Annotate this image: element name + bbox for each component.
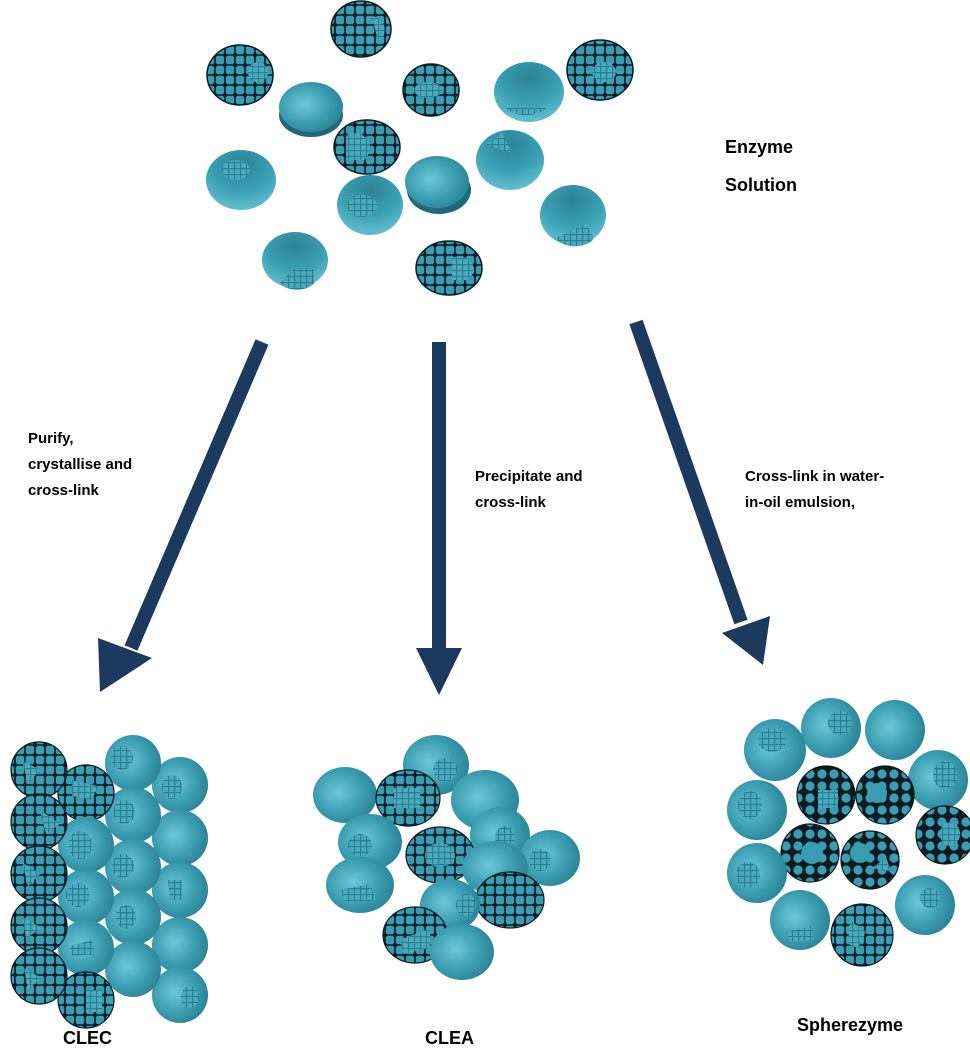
spherezyme-route-label: Cross-link in water- in-oil emulsion, (745, 464, 884, 516)
spherezyme-particle (840, 830, 900, 890)
clea-particle (375, 769, 441, 827)
clec-particle (152, 862, 208, 918)
spherezyme-particle (770, 890, 830, 950)
clec-particle (10, 741, 68, 799)
spherezyme-particle (727, 780, 787, 840)
clea-aggregate (313, 735, 580, 980)
clec-particle (58, 869, 114, 925)
enzyme-particle (540, 185, 606, 247)
spherezyme-particle (908, 750, 968, 810)
spherezyme-particle (895, 875, 955, 935)
clec-particle (105, 787, 161, 843)
clec-particle (58, 920, 114, 976)
enzyme-solution-label: Enzyme Solution (725, 128, 797, 204)
clea-particle (326, 857, 394, 913)
clea-route-label: Precipitate and cross-link (475, 464, 583, 516)
clec-particle (152, 967, 208, 1023)
enzyme-particle (330, 0, 392, 58)
enzyme-particle (337, 175, 403, 235)
clea-route-line2: cross-link (475, 494, 546, 511)
spherezyme-route-line1: Cross-link in water- (745, 468, 885, 485)
enzyme-particle (476, 130, 544, 190)
enzyme-particle (494, 62, 564, 122)
enzyme-solution-line2: Solution (725, 175, 797, 195)
clea-particle (405, 826, 475, 884)
clec-particle (57, 971, 115, 1029)
clec-particle (10, 845, 68, 903)
spherezyme-particle (915, 805, 970, 865)
enzyme-solution-particles (206, 0, 634, 296)
clec-particle (10, 947, 68, 1005)
clec-particle (105, 941, 161, 997)
clec-route-line2: crystallise and (28, 456, 133, 473)
clec-particle (10, 793, 68, 851)
clea-particle (520, 830, 580, 886)
clec-particle (152, 757, 208, 813)
clec-particle (58, 817, 114, 873)
enzyme-particle (206, 44, 274, 106)
arrow-to-spherezyme (629, 319, 770, 665)
clec-particle (10, 897, 68, 955)
arrow-to-clec (98, 339, 269, 692)
clea-particle (430, 924, 494, 980)
clec-particle (105, 839, 161, 895)
spherezyme-particle (796, 765, 856, 825)
enzyme-particle (566, 39, 634, 101)
clec-particle (57, 764, 115, 822)
enzyme-solution-line1: Enzyme (725, 137, 794, 157)
clec-crystal (10, 735, 208, 1029)
spherezyme-particle (865, 700, 925, 760)
clec-particle (152, 917, 208, 973)
enzyme-particle (262, 232, 328, 290)
spherezyme-particle (830, 903, 894, 967)
spherezyme-result-label: Spherezyme (797, 1015, 904, 1035)
enzyme-particle (402, 63, 460, 117)
spherezyme-particle (855, 765, 915, 825)
arrow-to-clea (416, 342, 462, 695)
enzyme-particle (206, 150, 276, 210)
spherezyme-particle (744, 719, 806, 781)
clea-particle (338, 814, 402, 870)
clec-route-line1: Purify, (28, 430, 74, 447)
spherezyme-particle (801, 698, 861, 758)
clec-route-label: Purify, crystallise and cross-link (28, 426, 132, 504)
enzyme-particle (415, 240, 483, 296)
clea-particle (313, 767, 377, 823)
clec-result-label: CLEC (63, 1028, 112, 1048)
enzyme-particle (279, 82, 343, 137)
enzyme-particle (405, 156, 471, 214)
clea-particle (475, 871, 545, 929)
enzyme-particle (333, 119, 401, 175)
spherezyme-particle (780, 823, 840, 883)
clec-particle (105, 735, 161, 791)
clec-particle (105, 889, 161, 945)
clec-particle (152, 810, 208, 866)
spherezyme-particle (727, 843, 787, 903)
clea-route-line1: Precipitate and (475, 468, 583, 485)
spherezyme-route-line2: in-oil emulsion, (745, 494, 856, 511)
clec-route-line3: cross-link (28, 482, 99, 499)
clea-result-label: CLEA (425, 1028, 474, 1048)
spherezyme-sphere (727, 698, 970, 967)
